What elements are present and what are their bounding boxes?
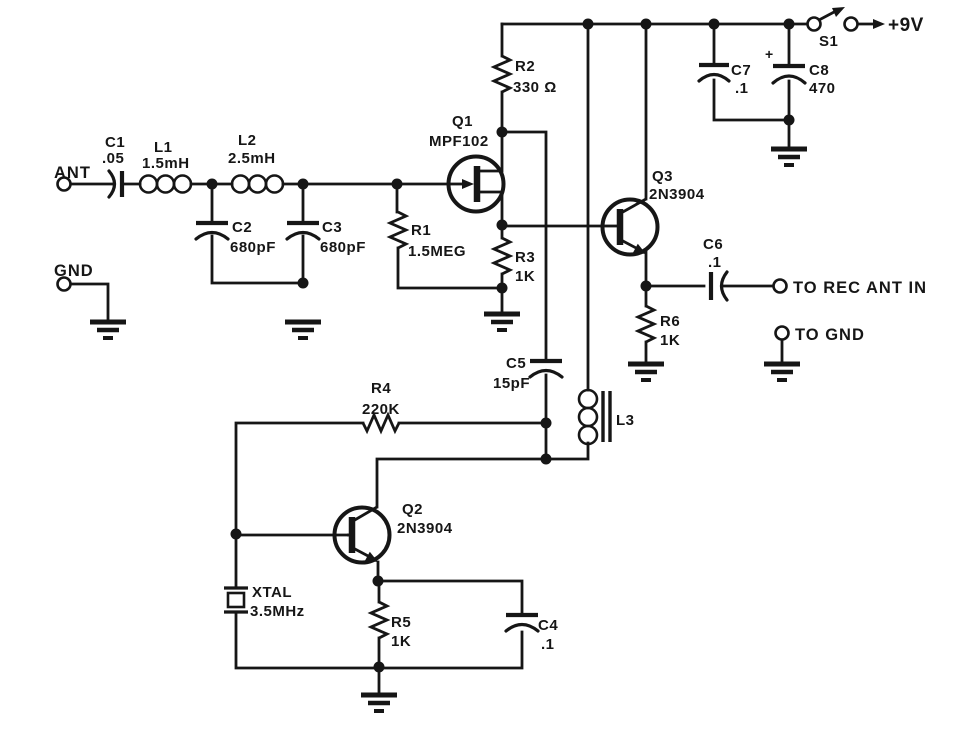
- resistor-r6: R6 1K: [634, 304, 680, 349]
- c4-value-label: .1: [541, 636, 555, 653]
- xtal-value-label: 3.5MHz: [250, 603, 305, 620]
- inductor-l2: L2 2.5mH: [228, 132, 285, 194]
- antenna-terminal-label: ANT: [54, 164, 91, 182]
- c3-value-label: 680pF: [320, 239, 366, 256]
- capacitor-c7: C7 .1: [697, 62, 751, 97]
- capacitor-c4: C4 .1: [504, 612, 558, 653]
- ground-symbol-c2c3: [285, 319, 321, 340]
- antenna-terminal-circle: [56, 176, 72, 192]
- switch-blade: [818, 9, 837, 22]
- crystal-xtal: XTAL 3.5MHz: [224, 584, 305, 620]
- r4-ref-label: R4: [371, 380, 391, 397]
- l2-value-label: 2.5mH: [228, 150, 276, 167]
- supply-arrow: +9V: [873, 15, 924, 36]
- resistor-r5: R5 1K: [367, 600, 411, 650]
- l2-ref-label: L2: [238, 132, 257, 149]
- wires-oscillator: [234, 421, 548, 696]
- r1-ref-label: R1: [411, 222, 431, 239]
- ground-symbol-gnd-terminal: [90, 319, 126, 340]
- to-gnd-label: TO GND: [795, 326, 865, 344]
- inductor-l1: L1 1.5mH: [138, 139, 193, 194]
- c6-ref-label: C6: [703, 236, 723, 253]
- q3-emitter-arrow-icon: [633, 243, 646, 254]
- resistor-r4: R4 220K: [361, 380, 401, 435]
- r3-value-label: 1K: [515, 268, 535, 285]
- ground-terminal: GND: [54, 262, 94, 292]
- q2-ref-label: Q2: [402, 501, 423, 518]
- r5-value-label: 1K: [391, 633, 411, 650]
- q1-ref-label: Q1: [452, 113, 473, 130]
- junction-dots: [206, 18, 795, 673]
- switch-blade-arrow-icon: [832, 7, 845, 17]
- resistor-r1: R1 1.5MEG: [386, 210, 466, 260]
- c5-value-label: 15pF: [493, 375, 530, 392]
- switch-label: S1: [819, 33, 838, 50]
- q3-value-label: 2N3904: [649, 186, 705, 203]
- ground-terminal-circle: [56, 276, 72, 292]
- to-gnd-terminal: TO GND: [774, 325, 865, 344]
- transistor-q3: Q3 2N3904: [600, 168, 705, 257]
- rec-ant-in-label: TO REC ANT IN: [793, 279, 927, 297]
- c8-value-label: 470: [809, 80, 836, 97]
- jfet-q1: Q1 MPF102: [429, 113, 506, 214]
- c7-ref-label: C7: [731, 62, 751, 79]
- ground-symbol-r6: [628, 361, 664, 382]
- capacitor-c6: C6 .1: [703, 236, 729, 302]
- l1-value-label: 1.5mH: [142, 155, 190, 172]
- c1-ref-label: C1: [105, 134, 125, 151]
- supply-arrow-icon: [873, 19, 885, 29]
- capacitor-c1: C1 .05: [102, 134, 125, 199]
- c8-ref-label: C8: [809, 62, 829, 79]
- c2-value-label: 680pF: [230, 239, 276, 256]
- resistor-r3: R3 1K: [490, 236, 535, 285]
- rec-ant-in-circle: [772, 278, 788, 294]
- r1-value-label: 1.5MEG: [408, 243, 466, 260]
- r2-ref-label: R2: [515, 58, 535, 75]
- q3-ref-label: Q3: [652, 168, 673, 185]
- q1-gate-arrow-icon: [462, 179, 474, 189]
- r2-value-label: 330 Ω: [513, 79, 557, 96]
- c7-value-label: .1: [735, 80, 749, 97]
- wires-rail-right: [500, 22, 879, 461]
- ground-symbol-r1r3: [484, 311, 520, 332]
- c4-ref-label: C4: [538, 617, 558, 634]
- antenna-terminal: ANT: [54, 164, 91, 192]
- c3-ref-label: C3: [322, 219, 342, 236]
- capacitor-c8: + C8 470: [765, 46, 836, 97]
- capacitor-c3: C3 680pF: [285, 219, 366, 256]
- c1-value-label: .05: [102, 150, 124, 167]
- r6-value-label: 1K: [660, 332, 680, 349]
- capacitor-c5: C5 15pF: [493, 355, 564, 392]
- ground-symbol-to-gnd: [764, 361, 800, 382]
- switch-pole-circle: [806, 16, 822, 32]
- r6-ref-label: R6: [660, 313, 680, 330]
- c6-value-label: .1: [708, 254, 722, 271]
- l1-ref-label: L1: [154, 139, 173, 156]
- switch-throw-circle: [843, 16, 859, 32]
- r5-ref-label: R5: [391, 614, 411, 631]
- capacitor-c2: C2 680pF: [194, 219, 276, 256]
- ground-symbol-r5: [361, 692, 397, 713]
- resistor-r2: R2 330 Ω: [490, 54, 557, 96]
- c2-ref-label: C2: [232, 219, 252, 236]
- to-gnd-circle: [774, 325, 790, 341]
- ground-symbol-c7c8: [771, 146, 807, 167]
- supply-label: +9V: [888, 15, 924, 36]
- r3-ref-label: R3: [515, 249, 535, 266]
- c5-ref-label: C5: [506, 355, 526, 372]
- c8-polarity-label: +: [765, 46, 774, 62]
- q1-value-label: MPF102: [429, 133, 489, 150]
- r4-value-label: 220K: [362, 401, 400, 418]
- switch-s1: S1: [806, 7, 859, 50]
- xtal-ref-label: XTAL: [252, 584, 292, 601]
- l3-ref-label: L3: [616, 412, 635, 429]
- inductor-l3: L3: [577, 388, 635, 446]
- rec-ant-in-terminal: TO REC ANT IN: [772, 278, 927, 297]
- q2-value-label: 2N3904: [397, 520, 453, 537]
- q2-emitter-arrow-icon: [365, 551, 378, 562]
- transistor-q2: Q2 2N3904: [332, 501, 453, 565]
- ground-terminal-label: GND: [54, 262, 94, 280]
